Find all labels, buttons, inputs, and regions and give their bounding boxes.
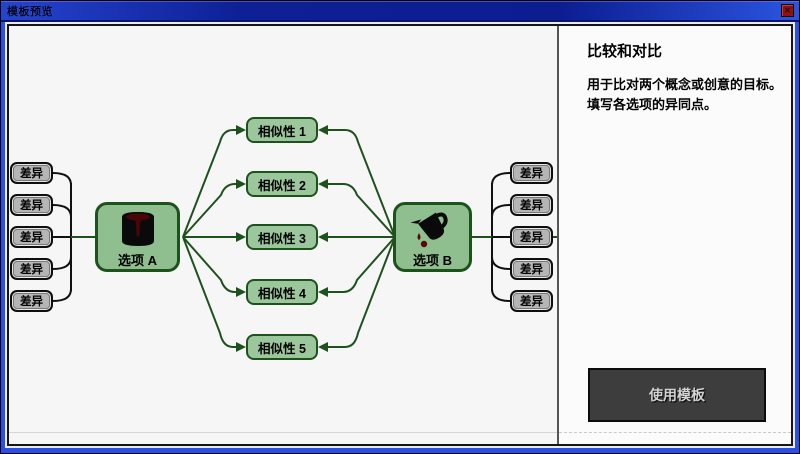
panel-divider [557, 26, 559, 444]
similarity-node: 相似性 3 [246, 224, 318, 250]
option-b-node: 选项 B [393, 202, 472, 272]
similarity-node: 相似性 2 [246, 171, 318, 197]
titlebar: 模板预览 ✕ [1, 1, 799, 20]
difference-node: 差异 [510, 162, 553, 184]
close-icon: ✕ [784, 5, 791, 15]
similarity-node: 相似性 4 [246, 279, 318, 305]
window-title: 模板预览 [7, 5, 53, 18]
difference-node: 差异 [510, 290, 553, 312]
difference-node: 差异 [510, 226, 553, 248]
option-a-node: 选项 A [95, 202, 180, 272]
window-frame: 差异 差异 差异 差异 差异 选项 A [1, 20, 799, 453]
pitcher-pour-icon [410, 212, 448, 248]
template-title: 比较和对比 [587, 43, 663, 60]
template-description: 用于比对两个概念或创意的目标。填写各选项的异同点。 [587, 77, 783, 113]
difference-node: 差异 [510, 194, 553, 216]
difference-node: 差异 [510, 258, 553, 280]
option-a-label: 选项 A [117, 253, 157, 268]
use-template-button[interactable]: 使用模板 [588, 368, 766, 422]
close-button[interactable]: ✕ [781, 4, 794, 17]
client-area: 差异 差异 差异 差异 差异 选项 A [7, 24, 793, 446]
paint-can-icon [121, 212, 154, 246]
option-b-label: 选项 B [412, 253, 452, 268]
diagram-preview: 差异 差异 差异 差异 差异 选项 A [9, 26, 557, 444]
similarity-node: 相似性 5 [246, 334, 318, 360]
difference-node: 差异 [10, 226, 53, 248]
difference-node: 差异 [10, 290, 53, 312]
connector-lines [52, 125, 557, 352]
difference-node: 差异 [10, 258, 53, 280]
template-info-panel: 比较和对比 用于比对两个概念或创意的目标。填写各选项的异同点。 使用模板 [559, 26, 791, 444]
similarity-node: 相似性 1 [246, 117, 318, 143]
difference-node: 差异 [10, 162, 53, 184]
difference-node: 差异 [10, 194, 53, 216]
